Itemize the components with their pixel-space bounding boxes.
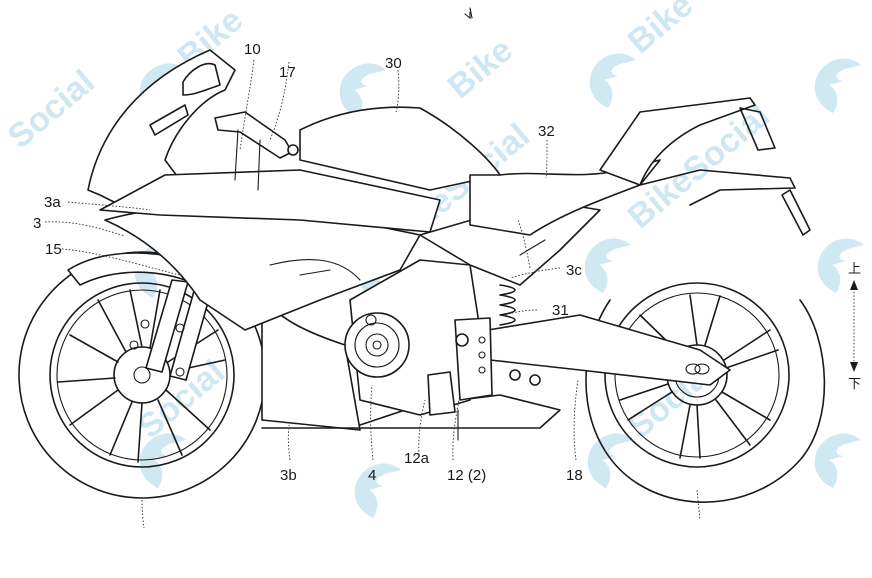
rear-tire xyxy=(585,299,826,503)
rear-rim-inner xyxy=(614,292,780,458)
ref-label-12a: 12a xyxy=(404,450,430,467)
footpeg-bracket-12a xyxy=(427,371,456,416)
watermark-text: Bike xyxy=(441,31,520,106)
direction-indicator: 上 下 xyxy=(848,262,861,392)
rear-shock xyxy=(499,284,516,326)
watermark-text: Bike xyxy=(621,0,700,61)
ref-label-17: 17 xyxy=(279,64,296,81)
up-arrowhead-icon xyxy=(850,280,858,290)
chain-adjuster xyxy=(685,363,710,375)
ref-label-18: 18 xyxy=(566,467,583,484)
handlebar-10 xyxy=(214,111,299,191)
leader-lines xyxy=(44,7,701,529)
ref-label-3b: 3b xyxy=(280,467,297,484)
ref-label-3c: 3c xyxy=(566,262,582,279)
bikesocial-helmet-logo-icon xyxy=(354,463,401,518)
windscreen-cutout xyxy=(149,104,189,136)
ref-label-3: 3 xyxy=(33,215,41,232)
front-hub xyxy=(133,366,151,384)
front-rim-inner xyxy=(56,289,228,461)
engine-bracket xyxy=(454,317,493,401)
reference-labels: 10 17 30 32 3a 3 15 3c 31 3b 4 12a 12 (2… xyxy=(33,41,583,484)
ref-label-10: 10 xyxy=(244,41,261,58)
belly-pan-3b xyxy=(261,299,361,431)
tail-cowl xyxy=(599,97,756,186)
rear-fender-bracket xyxy=(639,169,796,206)
tail-light xyxy=(739,107,776,151)
swing-arm xyxy=(487,314,731,386)
ref-label-31: 31 xyxy=(552,302,569,319)
bikesocial-helmet-logo-icon xyxy=(587,433,634,488)
bikesocial-helmet-logo-icon xyxy=(139,433,186,488)
bikesocial-helmet-logo-icon xyxy=(339,63,386,118)
rear-rim-outer xyxy=(604,282,790,468)
ref-label-32: 32 xyxy=(538,123,555,140)
up-label: 上 xyxy=(848,262,861,277)
engine-cover xyxy=(344,312,410,378)
bikesocial-helmet-logo-icon xyxy=(817,238,864,293)
down-label: 下 xyxy=(848,377,861,392)
engine xyxy=(344,259,541,441)
license-plate-holder xyxy=(781,189,811,236)
bikesocial-helmet-logo-icon xyxy=(814,433,861,488)
ref-label-12: 12 (2) xyxy=(447,467,486,484)
ref-label-4: 4 xyxy=(368,467,376,484)
front-rim-outer xyxy=(49,282,235,468)
bikesocial-helmet-logo-icon xyxy=(814,58,861,113)
watermark-text: Social xyxy=(1,63,102,156)
down-arrowhead-icon xyxy=(850,362,858,372)
fuel-tank-30 xyxy=(299,106,501,191)
frame-lines xyxy=(269,239,546,281)
upper-cowl-3a xyxy=(99,169,441,233)
ref-label-15: 15 xyxy=(45,241,62,258)
bikesocial-helmet-logo-icon xyxy=(584,238,631,293)
headlight xyxy=(182,63,221,96)
ref-label-3a: 3a xyxy=(44,194,61,211)
bikesocial-helmet-logo-icon xyxy=(589,53,636,108)
ref-label-30: 30 xyxy=(385,55,402,72)
seat-32 xyxy=(469,159,661,236)
